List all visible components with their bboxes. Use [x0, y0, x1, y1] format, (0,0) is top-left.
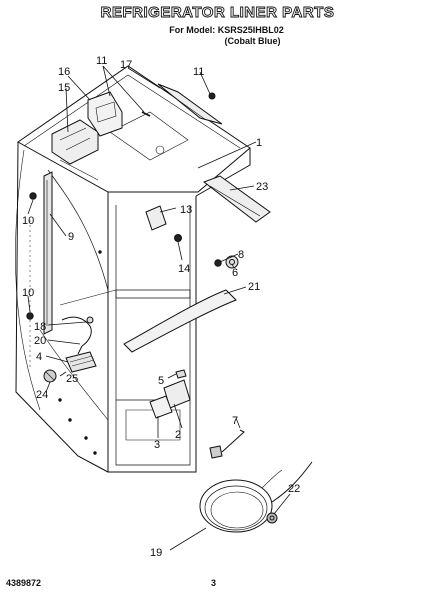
screw-10-upper — [29, 192, 37, 200]
screw-11-left — [141, 111, 151, 117]
callout-10-upper: 10 — [22, 215, 34, 227]
callout-17: 17 — [120, 59, 132, 71]
callout-8: 8 — [238, 249, 244, 261]
liner-cabinet — [15, 65, 251, 473]
screw-11-right — [208, 92, 216, 100]
clip-5 — [175, 369, 187, 379]
callout-1: 1 — [256, 137, 262, 149]
callout-2: 2 — [175, 429, 181, 441]
trim-21 — [123, 289, 237, 353]
bracket-part — [202, 175, 271, 223]
water-tubing-coil — [199, 461, 313, 533]
nut-8 — [214, 259, 222, 267]
callout-18: 18 — [34, 321, 46, 333]
callout-labels: 1 2 3 4 5 6 7 8 9 10 10 11 11 13 14 15 1… — [22, 55, 300, 559]
wire-harness — [61, 316, 94, 355]
page-title: REFRIGERATOR LINER PARTS — [100, 4, 335, 22]
document-number: 4389872 — [6, 578, 42, 588]
callout-5: 5 — [158, 375, 164, 387]
callout-21: 21 — [248, 281, 260, 293]
vertical-channel-part — [43, 171, 53, 335]
callout-16: 16 — [58, 66, 70, 78]
callout-19: 19 — [150, 547, 162, 559]
screw-14 — [174, 234, 182, 242]
callout-20: 20 — [34, 335, 46, 347]
clip-part — [145, 205, 167, 231]
callout-7: 7 — [232, 415, 238, 427]
screw-10-lower — [26, 312, 34, 320]
knob-24 — [43, 369, 57, 383]
callout-15: 15 — [58, 82, 70, 94]
leader-lines — [27, 65, 291, 551]
callout-22: 22 — [288, 483, 300, 495]
duct-cover — [87, 91, 123, 137]
air-duct-assembly — [51, 119, 99, 165]
callout-4: 4 — [36, 351, 42, 363]
callout-11-right: 11 — [193, 66, 204, 78]
callout-25: 25 — [66, 373, 78, 385]
model-number: For Model: KSRS25IHBL02 — [169, 25, 284, 35]
tube-nut-22 — [266, 512, 278, 524]
callout-3: 3 — [154, 439, 160, 451]
callout-10-lower: 10 — [22, 287, 34, 299]
grommet-6 — [225, 255, 239, 269]
callout-9: 9 — [68, 231, 74, 243]
light-shield — [157, 83, 223, 125]
callout-13: 13 — [180, 204, 192, 216]
color-label: (Cobalt Blue) — [224, 36, 281, 46]
page-number: 3 — [211, 578, 217, 588]
callout-24: 24 — [36, 389, 48, 401]
plate-3 — [149, 395, 173, 419]
callout-11-left: 11 — [96, 55, 107, 67]
callout-6: 6 — [232, 267, 238, 279]
callout-14: 14 — [178, 263, 190, 275]
fitting-7 — [209, 429, 245, 459]
callout-23: 23 — [256, 181, 268, 193]
control-housing — [65, 351, 97, 373]
